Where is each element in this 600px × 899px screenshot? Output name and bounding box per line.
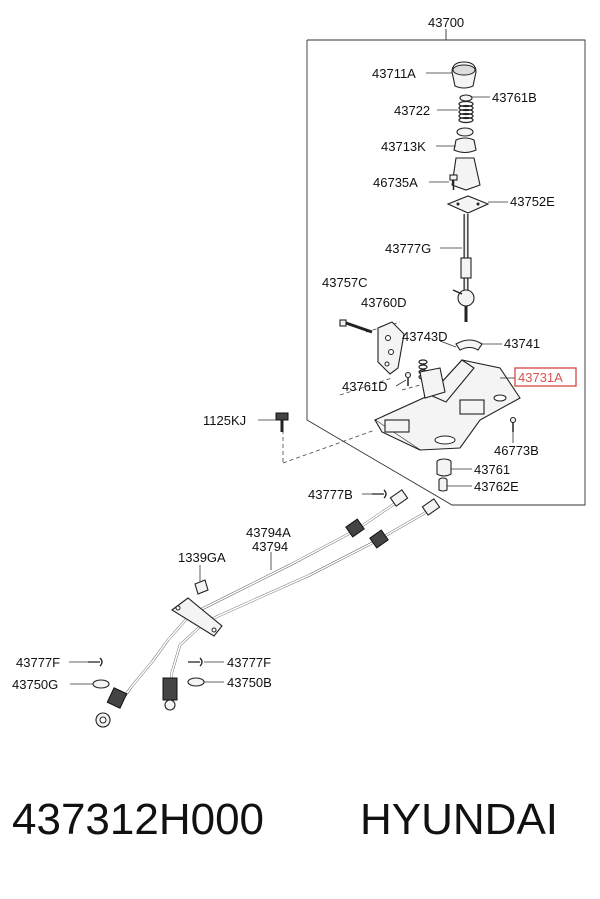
bolt-46735A [449,174,458,190]
callout-1339GA: 1339GA [178,550,226,565]
plate-43752E [446,195,490,214]
callout-43700: 43700 [428,15,464,30]
washer-43750B [187,677,205,687]
callout-43713K: 43713K [381,139,426,154]
callout-43762E: 43762E [474,479,519,494]
footer: 437312H000 HYUNDAI [0,795,600,865]
bolt-43757C [339,319,373,334]
cable-bracket [171,579,223,637]
callout-43722: 43722 [394,103,430,118]
bracket-43760D [377,321,405,375]
callout-46735A: 46735A [373,175,418,190]
callout-1125KJ: 1125KJ [203,413,246,428]
highlight-box-43731A [514,367,577,387]
callout-43794: 43794 [252,539,288,554]
callout-43752E: 43752E [510,194,555,209]
pin-46773B [509,416,517,432]
callout-43794A: 43794A [246,525,291,540]
clip-43777F-right [188,657,203,667]
bolt-1125KJ [275,412,289,432]
callout-43750B: 43750B [227,675,272,690]
callout-43777F-right: 43777F [227,655,271,670]
assembly-boundary [306,39,586,506]
washer-43750G [92,679,110,689]
clip-43741 [455,339,483,351]
callout-43761D: 43761D [342,379,388,394]
brand-name: HYUNDAI [360,795,559,844]
shift-knob [451,61,477,89]
shift-lever-exploded-diagram: 43700 43711A 43761B 43722 43713K 46735A … [12,15,586,728]
callout-43777G: 43777G [385,241,431,256]
callout-43741: 43741 [504,336,540,351]
leader-lines [69,72,515,685]
callout-43743D: 43743D [402,329,448,344]
cable-ends-upper [345,489,441,549]
cable-ends-lower [95,677,178,728]
shift-lever-base-43731A [373,359,521,451]
callout-43711A: 43711A [372,66,416,81]
callout-43761B: 43761B [492,90,537,105]
callout-43761: 43761 [474,462,510,477]
spring [458,100,474,124]
bushing-43761 [436,458,452,477]
ring-43761B [459,94,473,102]
callout-43760D: 43760D [361,295,407,310]
shift-boot [451,127,481,191]
callout-43750G: 43750G [12,677,58,692]
clip-43777B [372,489,387,499]
callout-43777B: 43777B [308,487,353,502]
callout-46773B: 46773B [494,443,539,458]
callout-43731A: 43731A [518,370,563,385]
callout-43777F-left: 43777F [16,655,60,670]
collar-43762E [438,477,448,492]
pin-43761D [404,371,412,386]
callout-43757C: 43757C [322,275,368,290]
clip-43777F-left [88,657,103,667]
shift-lever-rod [452,214,475,322]
part-number: 437312H000 [12,795,265,844]
